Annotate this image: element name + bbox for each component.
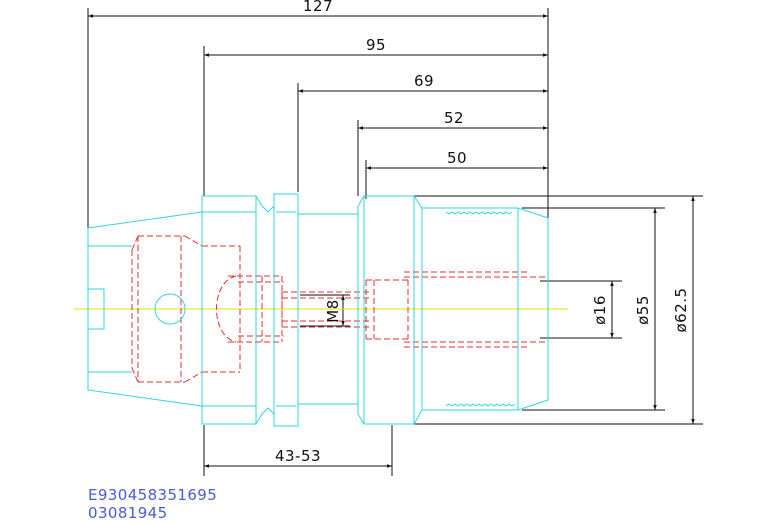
thread-m8-label: M8: [324, 299, 342, 323]
drive-hole: [154, 293, 186, 325]
dia-55-label: ø55: [634, 295, 652, 325]
hidden-lines: [131, 235, 548, 383]
part-outline: [87, 193, 549, 427]
dia-16-label: ø16: [591, 295, 609, 325]
dimension-lines: [88, 14, 695, 468]
dim-52-label: 52: [444, 109, 464, 127]
dim-50-label: 50: [447, 149, 467, 167]
dim-69-label: 69: [414, 72, 434, 90]
extension-lines: [87, 8, 703, 476]
dim-43-53-label: 43-53: [275, 447, 321, 465]
dim-127-label: 127: [303, 0, 333, 15]
part-code: E930458351695: [88, 486, 218, 504]
date-code: 03081945: [88, 504, 168, 522]
dim-95-label: 95: [366, 36, 386, 54]
dia-62-5-label: ø62.5: [672, 287, 690, 332]
